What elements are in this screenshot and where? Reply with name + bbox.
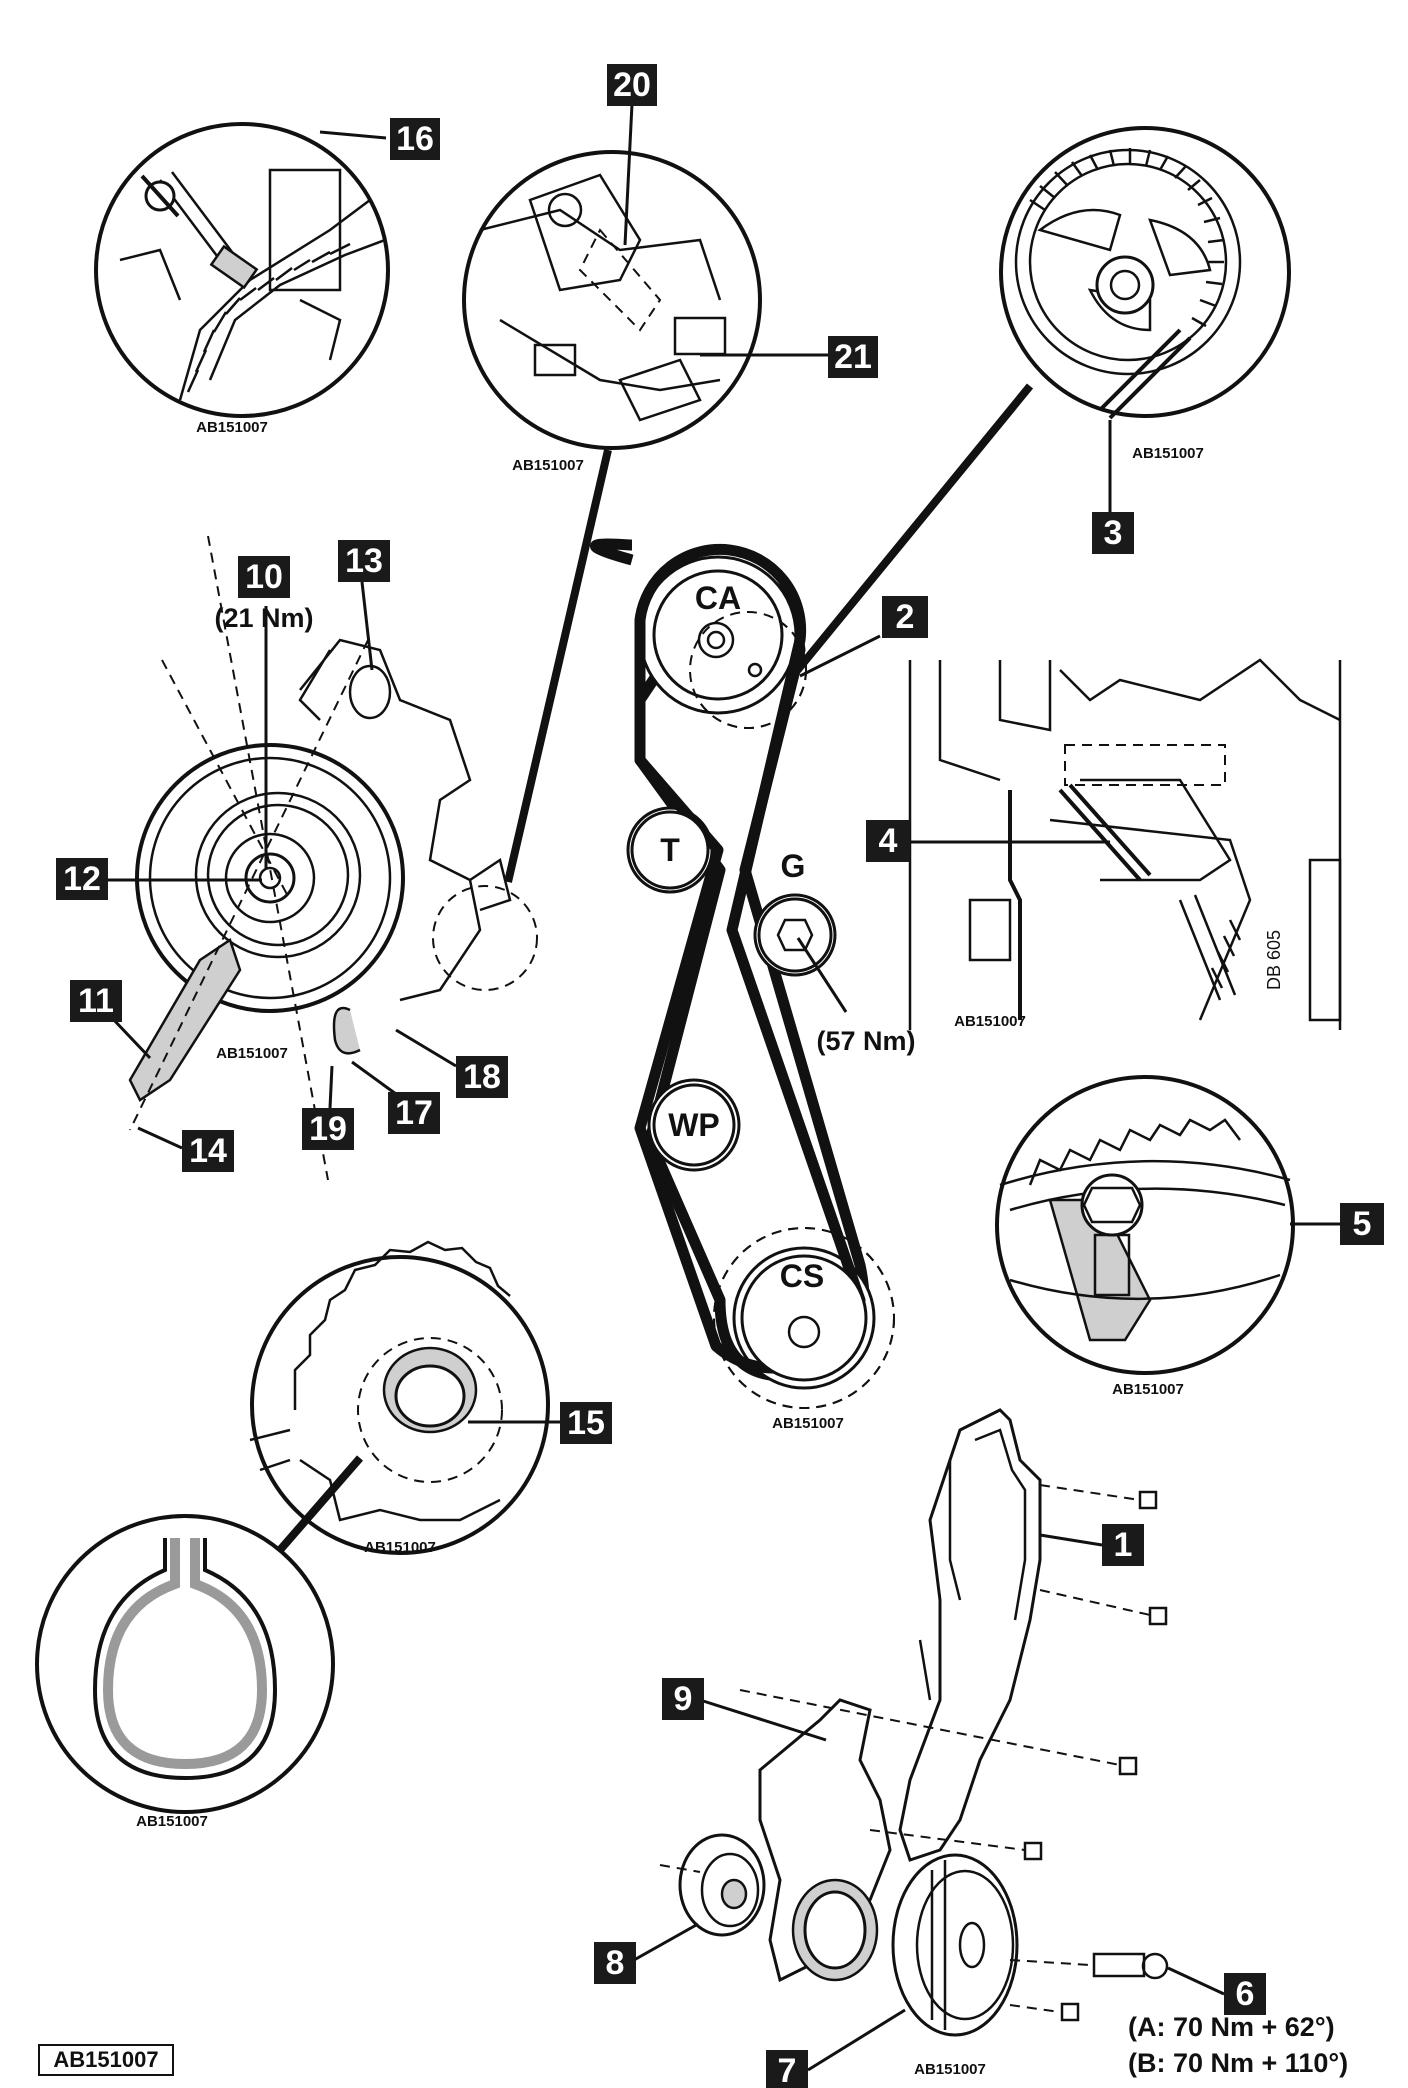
callout-21: 21 xyxy=(828,336,878,378)
figure-code: AB151007 xyxy=(954,1013,1026,1030)
svg-text:10: 10 xyxy=(245,558,283,596)
pulley-label-water-pump: WP xyxy=(668,1107,720,1143)
svg-text:7: 7 xyxy=(778,2052,797,2088)
figure-code: AB151007 xyxy=(914,2061,986,2078)
figure-code: AB151007 xyxy=(772,1415,844,1432)
timing-covers xyxy=(659,1408,1169,2037)
pulley-label-tensioner: T xyxy=(660,832,680,868)
callout-12: 12 xyxy=(56,858,108,900)
callout-1: 1 xyxy=(1102,1524,1144,1566)
callout-11: 11 xyxy=(70,980,122,1022)
callout-9: 9 xyxy=(662,1678,704,1720)
figure-code: AB151007 xyxy=(1132,445,1204,462)
svg-text:2: 2 xyxy=(896,598,915,636)
callout-13: 13 xyxy=(338,540,390,582)
svg-text:8: 8 xyxy=(606,1944,625,1982)
crank-lock-detail: DB 605 xyxy=(908,658,1342,1030)
svg-text:18: 18 xyxy=(463,1058,501,1096)
svg-text:19: 19 xyxy=(309,1110,347,1148)
flywheel-lock-detail xyxy=(94,122,390,418)
svg-text:14: 14 xyxy=(189,1132,227,1170)
callout-16: 16 xyxy=(390,118,440,160)
svg-text:5: 5 xyxy=(1353,1205,1372,1243)
svg-text:20: 20 xyxy=(613,66,651,104)
callout-5: 5 xyxy=(1340,1203,1384,1245)
callout-17: 17 xyxy=(388,1092,440,1134)
callout-6: 6 xyxy=(1224,1973,1266,2015)
svg-text:11: 11 xyxy=(78,982,114,1020)
crank-bolt-torque-b: (B: 70 Nm + 110°) xyxy=(1128,2048,1348,2078)
callout-4: 4 xyxy=(866,820,910,862)
callout-20: 20 xyxy=(607,64,657,106)
figure-code: AB151007 xyxy=(216,1045,288,1062)
svg-text:21: 21 xyxy=(834,338,872,376)
tensioner-assembly xyxy=(128,535,538,1181)
callout-10: 10 xyxy=(238,556,290,598)
callout-3: 3 xyxy=(1092,512,1134,554)
tensioner-torque: (21 Nm) xyxy=(214,603,313,633)
svg-text:1: 1 xyxy=(1114,1526,1133,1564)
crank-bolt-torque-a: (A: 70 Nm + 62°) xyxy=(1128,2012,1335,2042)
flywheel-bolt-detail xyxy=(995,1075,1295,1375)
figure-code: AB151007 xyxy=(196,419,268,436)
key-profile-detail xyxy=(35,1514,335,1814)
svg-text:9: 9 xyxy=(674,1680,693,1718)
svg-text:12: 12 xyxy=(63,860,101,898)
pulley-label-camshaft: CA xyxy=(695,580,741,616)
callout-14: 14 xyxy=(182,1130,234,1172)
figure-code: AB151007 xyxy=(1112,1381,1184,1398)
figure-code: AB151007 xyxy=(364,1539,436,1556)
svg-text:6: 6 xyxy=(1236,1975,1255,2013)
callout-8: 8 xyxy=(594,1942,636,1984)
figure-code: AB151007 xyxy=(512,457,584,474)
svg-text:4: 4 xyxy=(879,822,898,860)
svg-text:15: 15 xyxy=(567,1404,605,1442)
callout-18: 18 xyxy=(456,1056,508,1098)
svg-text:3: 3 xyxy=(1104,514,1123,552)
figure-code: AB151007 xyxy=(136,1813,208,1830)
callout-7: 7 xyxy=(766,2050,808,2088)
camshaft-lock-detail xyxy=(999,126,1291,420)
svg-text:16: 16 xyxy=(396,120,434,158)
svg-text:13: 13 xyxy=(345,542,383,580)
idler-torque: (57 Nm) xyxy=(816,1026,915,1056)
pulley-label-crankshaft: CS xyxy=(780,1258,824,1294)
callout-15: 15 xyxy=(560,1402,612,1444)
svg-text:17: 17 xyxy=(395,1094,433,1132)
pulley-label-idler: G xyxy=(781,848,806,884)
tensioner-pointer-detail xyxy=(462,150,762,450)
callout-19: 19 xyxy=(302,1108,354,1150)
crank-sprocket-detail xyxy=(249,1240,550,1555)
callout-2: 2 xyxy=(882,596,928,638)
figure-reference-box: AB151007 xyxy=(38,2044,174,2076)
part-stamp: DB 605 xyxy=(1264,930,1284,990)
timing-belt xyxy=(634,543,866,1374)
